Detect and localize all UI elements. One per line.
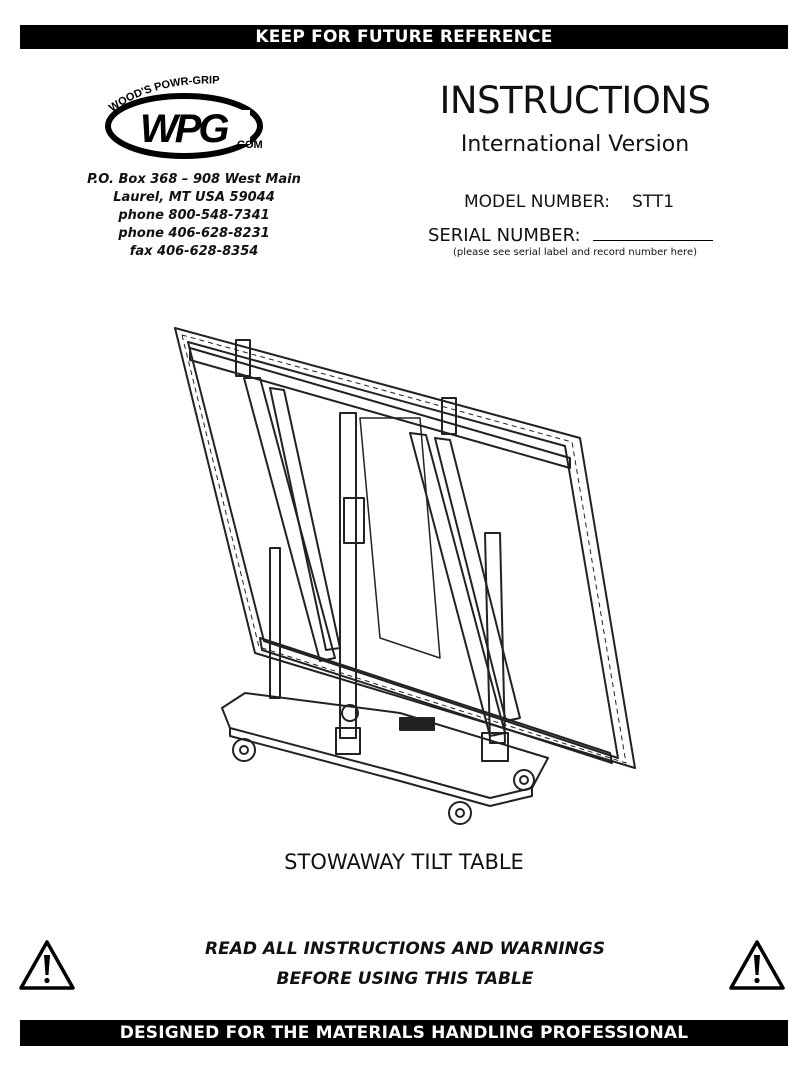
- model-label: MODEL NUMBER:: [464, 192, 611, 212]
- fax-line: fax 406-628-8354: [129, 244, 259, 259]
- address-line: P.O. Box 368 – 908 West Main: [87, 172, 301, 187]
- wpg-logo: WOOD'S POWR-GRIP WPG .COM: [105, 75, 263, 159]
- phone-line: phone 406-628-8231: [118, 226, 270, 241]
- warning-line: BEFORE USING THIS TABLE: [276, 969, 534, 989]
- top-banner: KEEP FOR FUTURE REFERENCE: [20, 25, 788, 49]
- product-name: STOWAWAY TILT TABLE: [284, 850, 524, 874]
- model-value: STT1: [632, 192, 675, 212]
- warning-triangle-icon: [19, 940, 75, 990]
- svg-text:.COM: .COM: [234, 139, 263, 151]
- bottom-banner: DESIGNED FOR THE MATERIALS HANDLING PROF…: [20, 1020, 788, 1046]
- model-number: MODEL NUMBER: STT1: [464, 191, 674, 213]
- phone-line: phone 800-548-7341: [118, 208, 270, 223]
- company-address: P.O. Box 368 – 908 West Main Laurel, MT …: [70, 171, 318, 261]
- warning-line: READ ALL INSTRUCTIONS AND WARNINGS: [205, 939, 605, 959]
- tilt-table-illustration: [174, 327, 636, 825]
- document-subtitle: International Version: [460, 132, 690, 157]
- warning-triangle-icon: [729, 940, 785, 990]
- serial-note: (please see serial label and record numb…: [453, 247, 697, 258]
- warning-message: READ ALL INSTRUCTIONS AND WARNINGS BEFOR…: [110, 934, 700, 994]
- serial-label: SERIAL NUMBER:: [428, 225, 581, 246]
- serial-number: SERIAL NUMBER:: [428, 224, 713, 248]
- document-title: INSTRUCTIONS: [439, 79, 711, 122]
- svg-text:WPG: WPG: [140, 107, 228, 151]
- address-line: Laurel, MT USA 59044: [113, 190, 275, 205]
- serial-blank-line: [592, 224, 713, 241]
